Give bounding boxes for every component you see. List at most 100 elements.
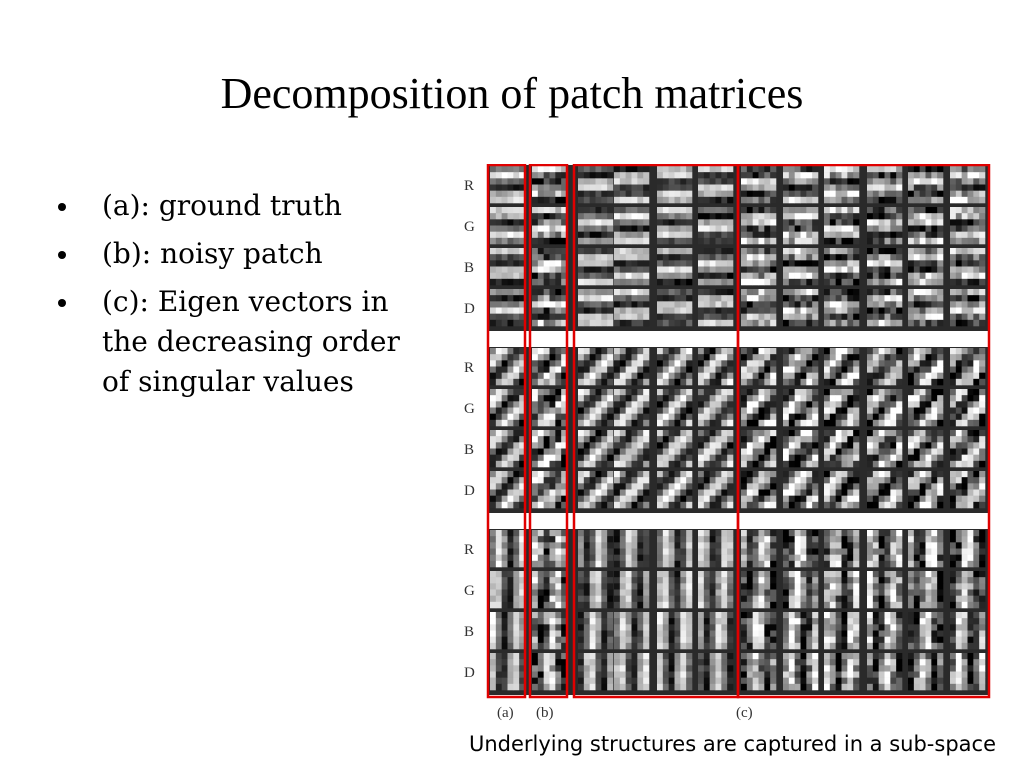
patch-cell <box>973 454 980 462</box>
row-label: G <box>464 583 475 599</box>
patch-cell <box>614 295 621 302</box>
patch-cell <box>698 295 705 302</box>
patch-cell <box>908 589 915 596</box>
patch-cell <box>637 348 644 355</box>
patch-cell <box>721 542 728 549</box>
patch-cell <box>674 237 681 245</box>
patch-cell <box>532 366 539 373</box>
patch-cell <box>794 471 801 478</box>
patch-cell <box>783 225 790 232</box>
patch-cell <box>507 659 514 666</box>
patch-cell <box>513 354 520 361</box>
patch-cell <box>637 636 644 644</box>
patch-cell <box>908 483 915 490</box>
patch-cell <box>721 307 728 314</box>
patch-cell <box>794 266 801 273</box>
patch-cell <box>896 530 903 537</box>
patch-cell <box>752 489 759 496</box>
patch-cell <box>741 401 748 408</box>
patch-cell <box>896 636 903 644</box>
patch-cell <box>967 624 974 631</box>
patch-cell <box>607 354 614 361</box>
patch-cell <box>631 618 638 625</box>
patch-cell <box>950 225 957 232</box>
patch-cell <box>752 360 759 367</box>
patch-cell <box>812 560 819 568</box>
patch-cell <box>961 254 968 261</box>
patch-cell <box>662 378 669 386</box>
patch-cell <box>896 372 903 380</box>
patch-cell <box>583 624 590 631</box>
patch-cell <box>561 166 568 173</box>
patch-cell <box>686 495 693 503</box>
patch-cell <box>890 207 897 214</box>
patch-cell <box>847 295 854 302</box>
row-label: B <box>464 260 474 276</box>
patch-cell <box>890 178 897 185</box>
patch-cell <box>674 636 681 644</box>
patch-cell <box>709 413 716 421</box>
patch-cell <box>715 401 722 408</box>
patch-cell <box>507 442 514 449</box>
patch-cell <box>872 618 879 625</box>
patch-cell <box>919 307 926 314</box>
patch-cell <box>668 530 675 537</box>
patch-cell <box>555 448 562 455</box>
patch-cell <box>908 495 915 503</box>
patch-cell <box>537 489 544 496</box>
patch-cell <box>979 213 986 220</box>
patch-cell <box>764 571 771 578</box>
patch-cell <box>589 460 596 468</box>
patch-cell <box>931 442 938 449</box>
patch-cell <box>853 560 860 568</box>
patch-cell <box>783 642 790 650</box>
patch-cell <box>662 436 669 443</box>
patch-cell <box>878 295 885 302</box>
patch-cell <box>657 231 664 239</box>
patch-cell <box>824 395 831 402</box>
patch-cell <box>835 536 842 543</box>
patch-cell <box>490 460 497 468</box>
patch-cell <box>878 419 885 427</box>
patch-cell <box>908 166 915 173</box>
patch-cell <box>872 196 879 204</box>
patch-cell <box>549 196 556 204</box>
patch-cell <box>908 442 915 449</box>
patch-cell <box>913 166 920 173</box>
patch-cell <box>853 460 860 468</box>
patch-cell <box>867 454 874 462</box>
patch-cell <box>890 530 897 537</box>
patch-cell <box>794 301 801 308</box>
patch-cell <box>950 395 957 402</box>
patch-cell <box>812 501 819 509</box>
patch-cell <box>589 595 596 603</box>
patch-cell <box>619 460 626 468</box>
patch-cell <box>800 589 807 596</box>
patch-cell <box>668 442 675 449</box>
patch-cell <box>532 612 539 619</box>
patch-cell <box>913 542 920 549</box>
patch-cell <box>979 624 986 631</box>
patch-cell <box>643 489 650 496</box>
patch-cell <box>614 184 621 191</box>
patch-cell <box>770 430 777 437</box>
patch-cell <box>715 630 722 637</box>
patch-cell <box>698 642 705 650</box>
patch-cell <box>764 366 771 373</box>
patch-cell <box>589 407 596 414</box>
patch-cell <box>614 213 621 220</box>
patch-cell <box>715 560 722 568</box>
patch-cell <box>537 624 544 631</box>
patch-cell <box>847 184 854 191</box>
patch-cell <box>657 442 664 449</box>
patch-cell <box>841 389 848 396</box>
patch-cell <box>955 237 962 245</box>
patch-cell <box>583 254 590 261</box>
patch-cell <box>931 207 938 214</box>
patch-cell <box>578 636 585 644</box>
patch-cell <box>495 448 502 455</box>
patch-cell <box>721 595 728 603</box>
patch-cell <box>884 248 891 255</box>
patch-cell <box>614 630 621 637</box>
patch-cell <box>490 653 497 660</box>
